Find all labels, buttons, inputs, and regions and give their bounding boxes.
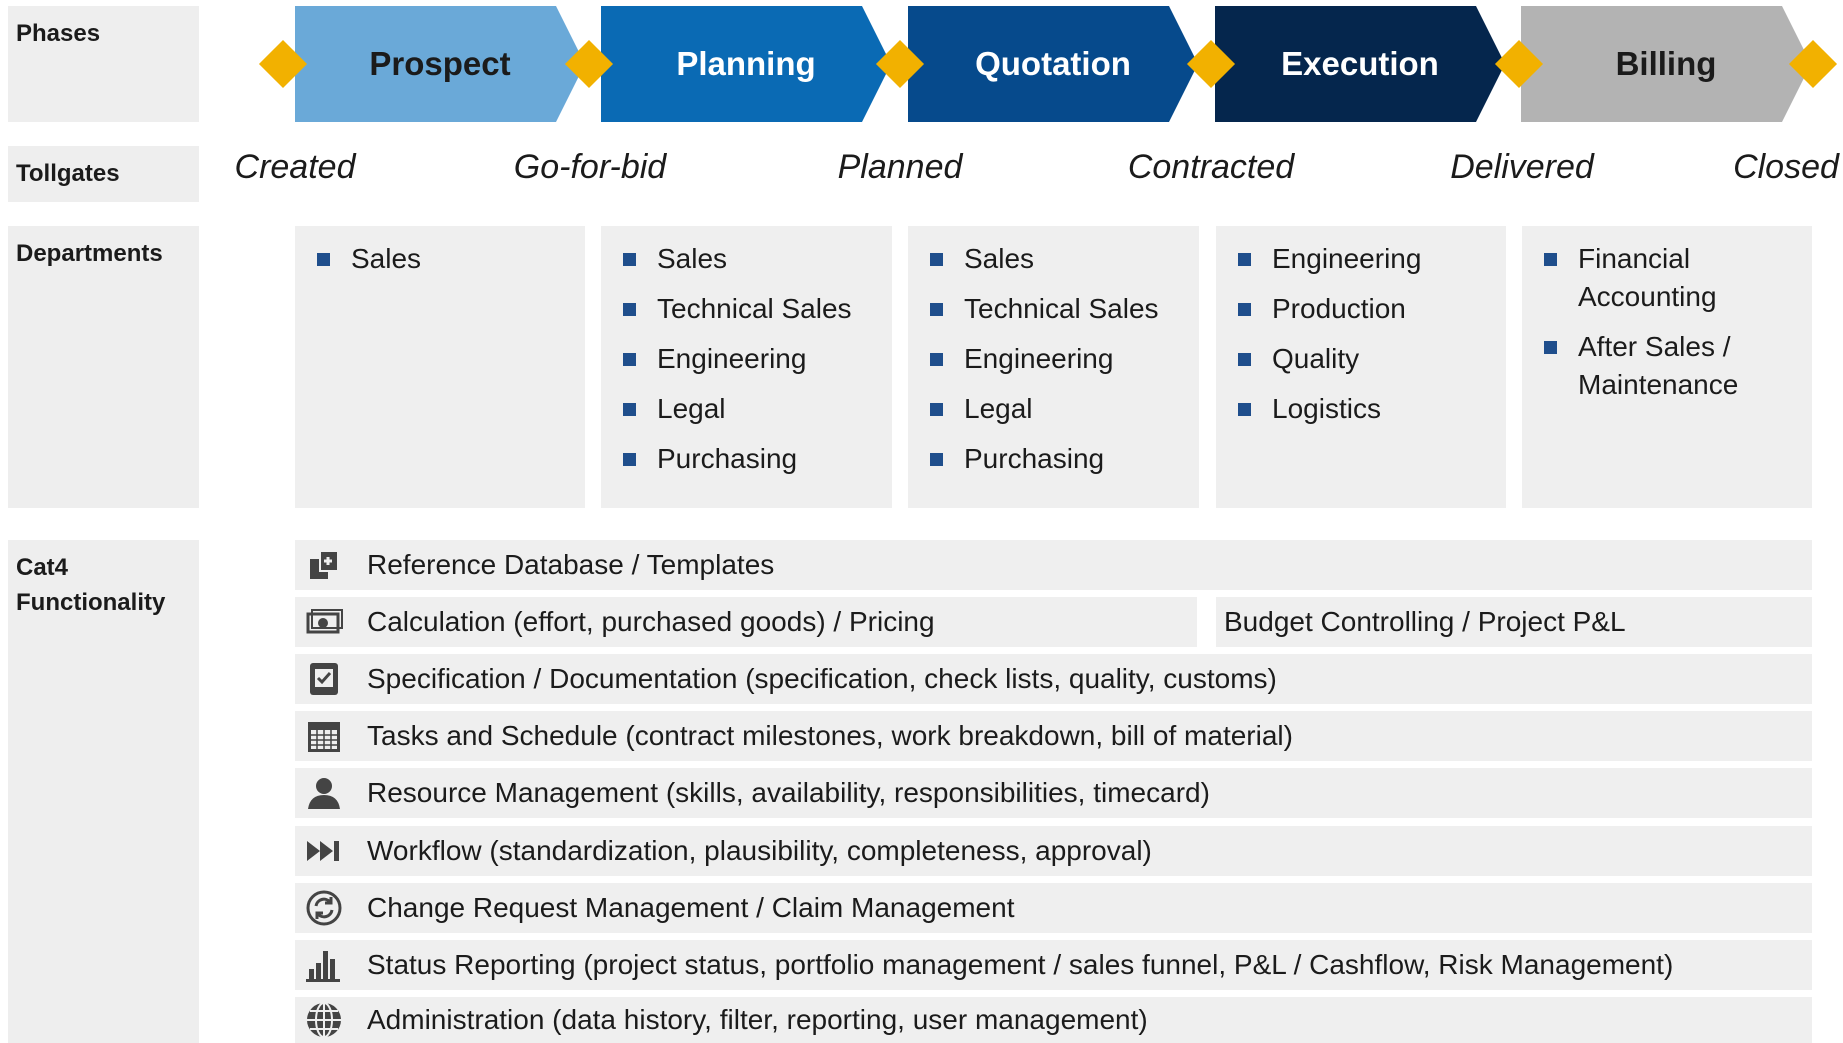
bar-chart-icon	[301, 942, 347, 988]
func-change-request: Change Request Management / Claim Manage…	[295, 883, 1812, 933]
func-text: Budget Controlling / Project P&L	[1224, 606, 1626, 637]
phases-label: Phases	[8, 6, 199, 122]
tollgate-closed: Closed	[1733, 148, 1839, 186]
func-specification: Specification / Documentation (specifica…	[295, 654, 1812, 704]
func-resource-management: Resource Management (skills, availabilit…	[295, 768, 1812, 818]
phase-quotation: Quotation	[908, 6, 1198, 122]
globe-icon	[301, 997, 347, 1043]
department-item: Production	[1226, 290, 1506, 328]
department-item: Purchasing	[611, 440, 892, 478]
phase-planning: Planning	[601, 6, 891, 122]
department-item: Sales	[305, 240, 585, 278]
department-item: Quality	[1226, 340, 1506, 378]
tollgate-planned: Planned	[837, 148, 963, 186]
func-workflow: Workflow (standardization, plausibility,…	[295, 826, 1812, 876]
department-item: Engineering	[918, 340, 1199, 378]
departments-prospect: Sales	[295, 226, 585, 508]
departments-billing: Financial Accounting After Sales / Maint…	[1522, 226, 1812, 508]
refresh-icon	[301, 885, 347, 931]
fast-forward-icon	[301, 828, 347, 874]
func-text: Specification / Documentation (specifica…	[367, 663, 1277, 694]
tollgate-go-for-bid: Go-for-bid	[513, 148, 667, 186]
department-item: Financial Accounting	[1532, 240, 1778, 316]
func-text: Change Request Management / Claim Manage…	[367, 892, 1015, 923]
departments-planning: Sales Technical Sales Engineering Legal …	[601, 226, 892, 508]
func-text: Administration (data history, filter, re…	[367, 1004, 1148, 1035]
department-item: Engineering	[1226, 240, 1506, 278]
phase-prospect: Prospect	[295, 6, 585, 122]
func-administration: Administration (data history, filter, re…	[295, 997, 1812, 1043]
phase-billing: Billing	[1521, 6, 1811, 122]
phase-label: Execution	[1281, 45, 1439, 82]
tollgate-created: Created	[234, 148, 356, 186]
phase-execution: Execution	[1215, 6, 1505, 122]
department-item: Purchasing	[918, 440, 1199, 478]
department-item: Technical Sales	[611, 290, 892, 328]
departments-quotation: Sales Technical Sales Engineering Legal …	[908, 226, 1199, 508]
functionality-label: Cat4 Functionality	[8, 540, 199, 1043]
tollgate-contracted: Contracted	[1127, 148, 1295, 186]
tollgates-label: Tollgates	[8, 146, 199, 202]
func-reference-database: Reference Database / Templates	[295, 540, 1812, 590]
department-item: Legal	[611, 390, 892, 428]
person-icon	[301, 770, 347, 816]
tollgate-delivered: Delivered	[1450, 148, 1594, 186]
money-icon	[301, 599, 347, 645]
func-tasks-schedule: Tasks and Schedule (contract milestones,…	[295, 711, 1812, 761]
func-text: Tasks and Schedule (contract milestones,…	[367, 720, 1293, 751]
database-template-icon	[301, 542, 347, 588]
department-item: Legal	[918, 390, 1199, 428]
phase-label: Planning	[676, 45, 816, 82]
func-budget-controlling: Budget Controlling / Project P&L	[1216, 597, 1812, 647]
phase-label: Billing	[1615, 45, 1717, 82]
phase-label: Prospect	[369, 45, 511, 82]
func-calculation: Calculation (effort, purchased goods) / …	[295, 597, 1197, 647]
checklist-icon	[301, 656, 347, 702]
department-item: After Sales / Maintenance	[1532, 328, 1778, 404]
departments-label: Departments	[8, 226, 199, 508]
department-item: Logistics	[1226, 390, 1506, 428]
department-item: Sales	[918, 240, 1199, 278]
department-item: Engineering	[611, 340, 892, 378]
department-item: Technical Sales	[918, 290, 1199, 328]
departments-execution: Engineering Production Quality Logistics	[1216, 226, 1506, 508]
func-text: Resource Management (skills, availabilit…	[367, 777, 1210, 808]
phase-label: Quotation	[975, 45, 1131, 82]
func-status-reporting: Status Reporting (project status, portfo…	[295, 940, 1812, 990]
func-text: Reference Database / Templates	[367, 549, 775, 580]
func-text: Calculation (effort, purchased goods) / …	[367, 606, 935, 637]
department-item: Sales	[611, 240, 892, 278]
calendar-icon	[301, 713, 347, 759]
func-text: Workflow (standardization, plausibility,…	[367, 835, 1152, 866]
func-text: Status Reporting (project status, portfo…	[367, 949, 1674, 980]
